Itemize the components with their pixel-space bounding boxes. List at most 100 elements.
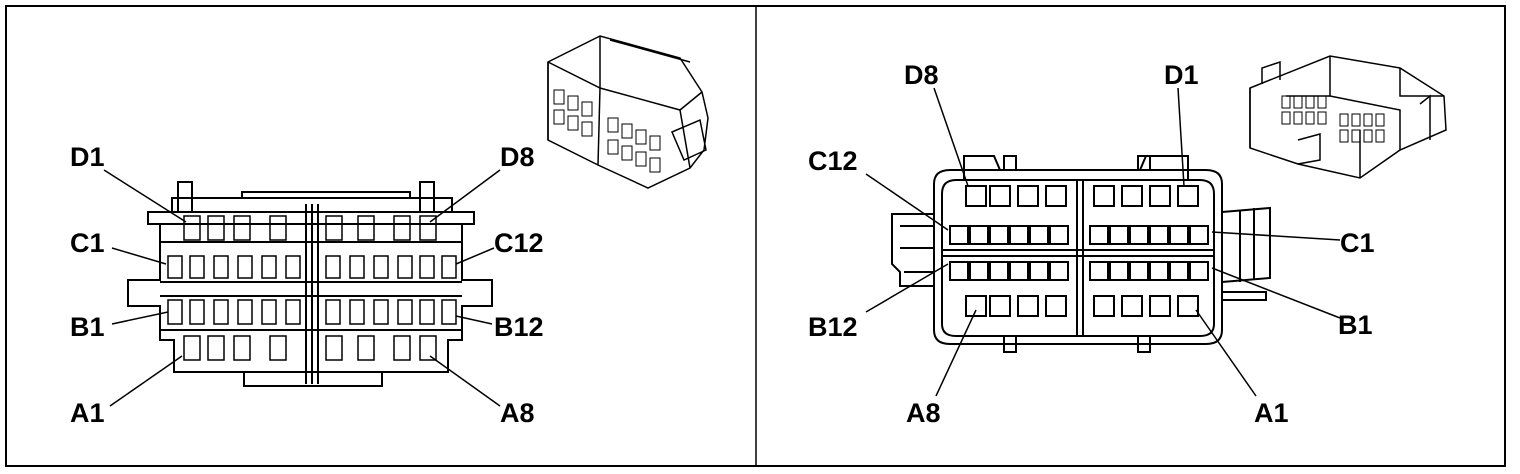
label-left-a1: A1 <box>70 398 105 428</box>
terminal-cavity <box>1089 225 1109 245</box>
terminal-cavity <box>393 335 411 361</box>
terminal-cavity <box>189 255 205 279</box>
right-panel: D8 D1 C12 C1 B12 B1 A8 A1 <box>808 55 1447 428</box>
right-connector-face <box>891 155 1271 353</box>
left-connector-face <box>127 181 493 387</box>
terminal-cavity <box>1129 225 1149 245</box>
label-right-a1: A1 <box>1254 398 1289 428</box>
label-left-c12: C12 <box>494 228 544 258</box>
terminal-cavity <box>989 185 1011 207</box>
terminal-cavity <box>233 215 251 241</box>
terminal-cavity <box>1169 225 1189 245</box>
terminal-cavity <box>949 261 969 281</box>
terminal-cavity <box>1049 225 1069 245</box>
terminal-cavity <box>261 299 277 325</box>
terminal-cavity <box>183 215 201 241</box>
terminal-cavity <box>1029 261 1049 281</box>
terminal-cavity <box>1017 185 1039 207</box>
terminal-cavity <box>357 215 375 241</box>
terminal-cavity <box>1169 261 1189 281</box>
terminal-cavity <box>349 255 365 279</box>
terminal-cavity <box>373 255 389 279</box>
label-right-b12: B12 <box>808 312 858 342</box>
terminal-cavity <box>441 255 457 279</box>
terminal-cavity <box>261 255 277 279</box>
label-right-b1: B1 <box>1338 310 1373 340</box>
label-left-b12: B12 <box>494 312 544 342</box>
terminal-cavity <box>949 225 969 245</box>
terminal-cavity <box>965 185 987 207</box>
label-left-c1: C1 <box>70 228 105 258</box>
terminal-cavity <box>373 299 389 325</box>
terminal-cavity <box>969 225 989 245</box>
terminal-cavity <box>325 215 343 241</box>
label-right-c12: C12 <box>808 146 858 176</box>
terminal-cavity <box>349 299 365 325</box>
left-connector-thumbnail <box>547 35 709 189</box>
label-left-a8: A8 <box>500 398 535 428</box>
terminal-cavity <box>989 225 1009 245</box>
terminal-cavity <box>189 299 205 325</box>
terminal-cavity <box>989 295 1011 317</box>
terminal-cavity <box>397 255 413 279</box>
right-leader-lines <box>865 87 1341 397</box>
label-right-c1: C1 <box>1340 228 1375 258</box>
terminal-cavity <box>1149 261 1169 281</box>
terminal-cavity <box>419 335 437 361</box>
terminal-cavity <box>357 335 375 361</box>
terminal-cavity <box>1189 225 1209 245</box>
terminal-cavity <box>1009 261 1029 281</box>
terminal-cavity <box>237 299 253 325</box>
terminal-cavity <box>233 335 251 361</box>
terminal-cavity <box>1129 261 1149 281</box>
terminal-cavity <box>965 295 987 317</box>
terminal-cavity <box>393 215 411 241</box>
terminal-cavity <box>1121 295 1143 317</box>
terminal-cavity <box>1045 295 1067 317</box>
label-left-d8: D8 <box>500 142 535 172</box>
terminal-cavity <box>269 335 287 361</box>
terminal-cavity <box>1177 185 1199 207</box>
terminal-cavity <box>237 255 253 279</box>
terminal-cavity <box>419 299 435 325</box>
terminal-cavity <box>167 255 183 279</box>
terminal-cavity <box>207 215 225 241</box>
terminal-cavity <box>1029 225 1049 245</box>
terminal-cavity <box>1045 185 1067 207</box>
terminal-cavity <box>1093 295 1115 317</box>
left-panel: D1 D8 C1 C12 B1 B12 A1 A8 <box>70 35 709 428</box>
label-right-d8: D8 <box>904 60 939 90</box>
terminal-cavity <box>183 335 201 361</box>
right-connector-thumbnail <box>1249 55 1447 179</box>
terminal-cavity <box>269 215 287 241</box>
terminal-cavity <box>325 299 341 325</box>
terminal-cavity <box>1189 261 1209 281</box>
terminal-cavity <box>213 299 229 325</box>
terminal-cavity <box>325 335 343 361</box>
terminal-cavity <box>1093 185 1115 207</box>
terminal-cavity <box>441 299 457 325</box>
left-leader-lines <box>103 169 501 407</box>
terminal-cavity <box>167 299 183 325</box>
terminal-cavity <box>1089 261 1109 281</box>
terminal-cavity <box>213 255 229 279</box>
terminal-cavity <box>1049 261 1069 281</box>
terminal-cavity <box>397 299 413 325</box>
terminal-cavity <box>419 215 437 241</box>
label-right-a8: A8 <box>906 398 941 428</box>
label-right-d1: D1 <box>1164 60 1199 90</box>
terminal-cavity <box>419 255 435 279</box>
terminal-cavity <box>285 299 301 325</box>
terminal-cavity <box>325 255 341 279</box>
terminal-cavity <box>1109 225 1129 245</box>
terminal-cavity <box>285 255 301 279</box>
terminal-cavity <box>1121 185 1143 207</box>
terminal-cavity <box>1149 225 1169 245</box>
terminal-cavity <box>1109 261 1129 281</box>
label-left-d1: D1 <box>70 142 105 172</box>
terminal-cavity <box>989 261 1009 281</box>
left-terminal-cavities <box>167 215 457 361</box>
terminal-cavity <box>1017 295 1039 317</box>
